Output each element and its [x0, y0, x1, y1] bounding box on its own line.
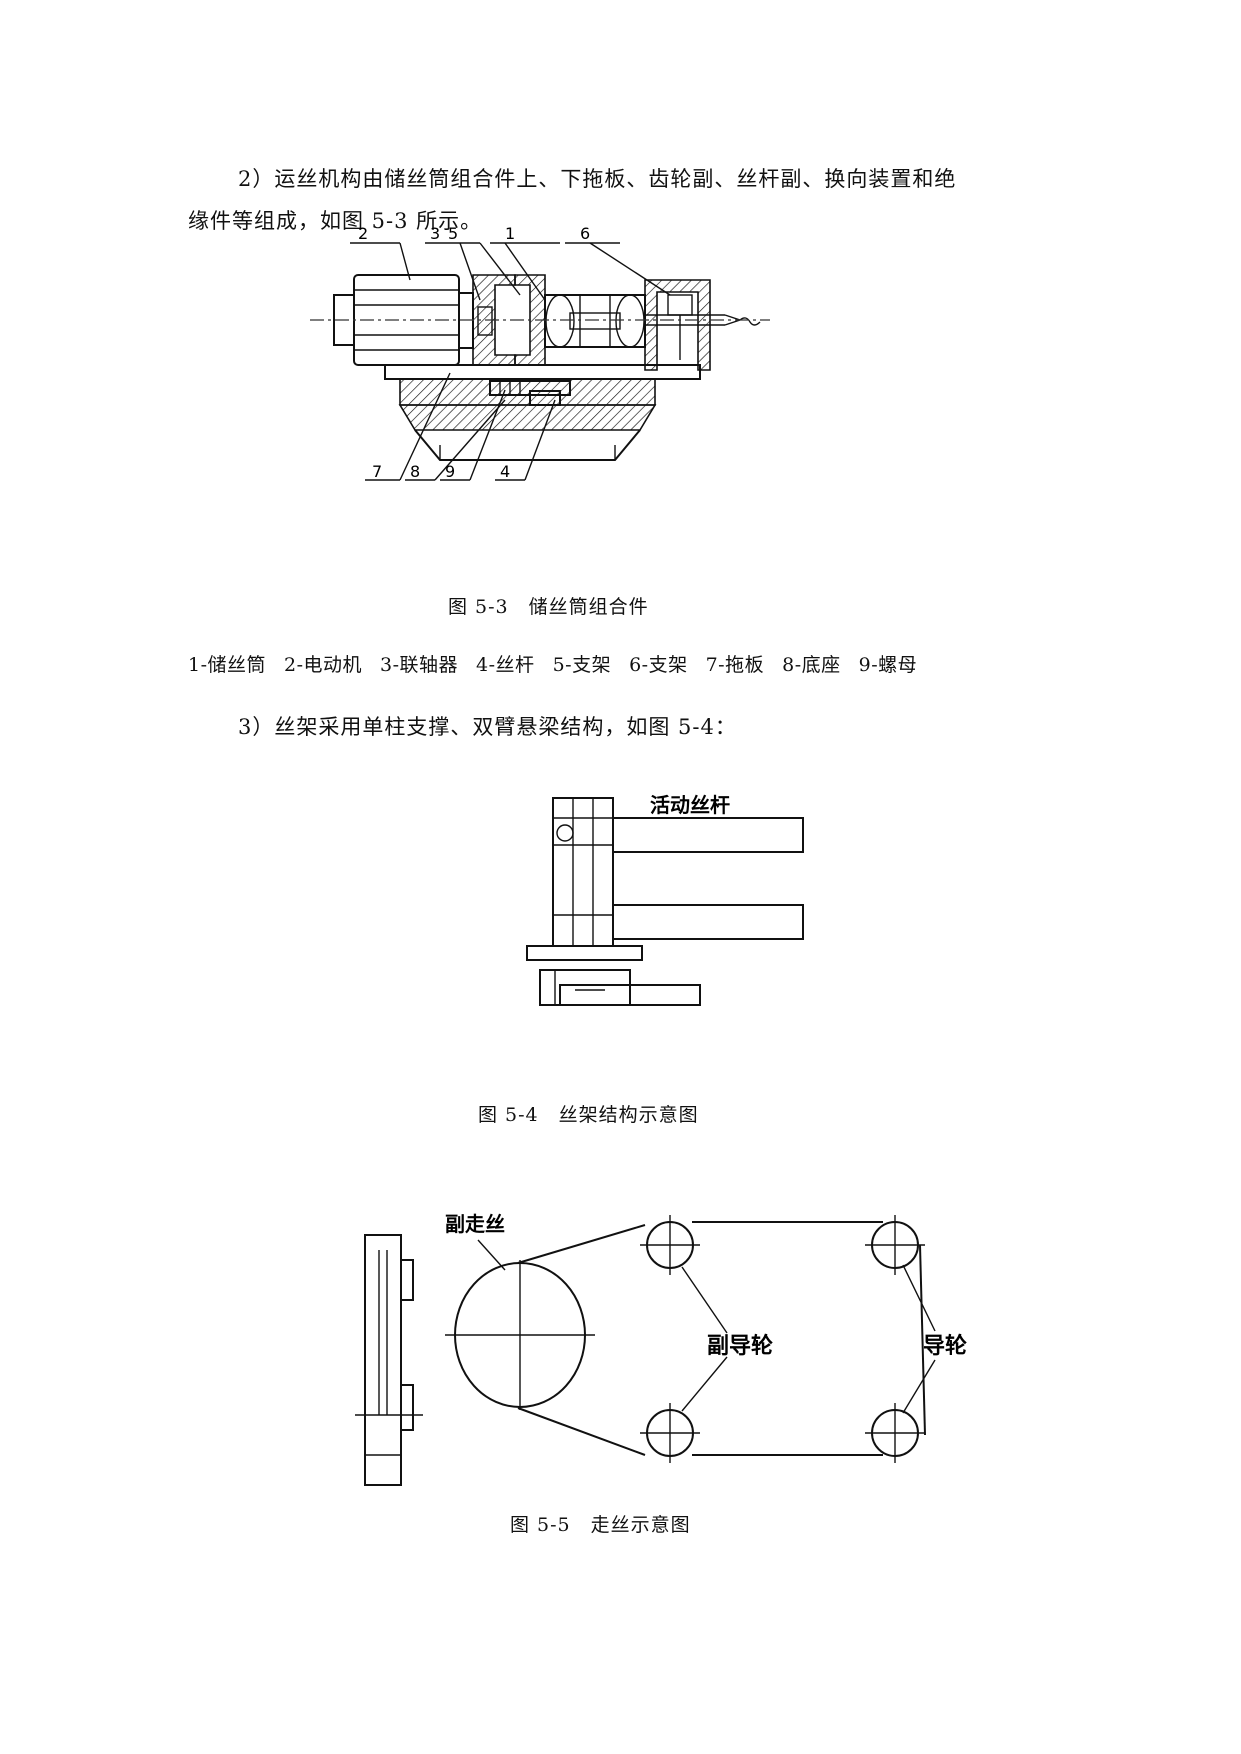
- guide-wheel-bottom: [865, 1403, 925, 1463]
- paragraph-3: 3）丝架采用单柱支撑、双臂悬梁结构，如图 5-4：: [238, 715, 737, 739]
- part-number-1: 1: [505, 224, 515, 243]
- label-aux-wire: 副走丝: [445, 1212, 505, 1236]
- legend-item: 8-底座: [782, 654, 841, 676]
- part-number-9: 9: [445, 462, 455, 481]
- paragraph-2-line-1: 2）运丝机构由储丝筒组合件上、下拖板、齿轮副、丝杆副、换向装置和绝: [238, 167, 957, 191]
- figure-5-5-caption: 图 5-5 走丝示意图: [510, 1514, 691, 1536]
- part-number-8: 8: [410, 462, 420, 481]
- part-number-2: 2: [358, 224, 368, 243]
- aux-guide-wheel-top: [640, 1215, 700, 1275]
- legend-item: 3-联轴器: [380, 654, 459, 676]
- figure-5-5-diagram: 副走丝 副导轮 导轮: [355, 1212, 967, 1486]
- legend-item: 9-螺母: [858, 654, 918, 676]
- part-number-3: 3: [430, 224, 440, 243]
- part-number-6: 6: [580, 224, 590, 243]
- legend-item: 2-电动机: [284, 654, 363, 676]
- part-number-7: 7: [372, 462, 382, 481]
- figure-5-3-legend: 1-储丝筒 2-电动机 3-联轴器 4-丝杆 5-支架 6-支架 7-拖板 8-底座 9-螺母: [188, 650, 935, 677]
- label-movable-rod: 活动丝杆: [650, 793, 730, 817]
- legend-item: 1-储丝筒: [188, 654, 267, 676]
- figure-5-4-diagram: 活动丝杆: [526, 793, 804, 1006]
- figure-5-3-diagram: 2 3 5 1 6 7 8 9 4: [310, 224, 770, 481]
- legend-item: 4-丝杆: [476, 654, 535, 676]
- legend-item: 6-支架: [629, 654, 688, 676]
- aux-guide-wheel-bottom: [640, 1403, 700, 1463]
- figure-5-4-caption: 图 5-4 丝架结构示意图: [478, 1104, 699, 1126]
- paragraph-2-line-2: 缘件等组成，如图 5-3 所示。: [188, 209, 483, 233]
- label-guide-wheel: 导轮: [923, 1333, 967, 1359]
- figure-5-3-caption: 图 5-3 储丝筒组合件: [448, 596, 649, 618]
- part-number-4: 4: [500, 462, 510, 481]
- legend-item: 5-支架: [552, 654, 612, 676]
- part-number-5: 5: [448, 224, 458, 243]
- legend-item: 7-拖板: [705, 654, 765, 676]
- label-aux-guide-wheel: 副导轮: [707, 1333, 773, 1359]
- guide-wheel-top: [865, 1215, 925, 1275]
